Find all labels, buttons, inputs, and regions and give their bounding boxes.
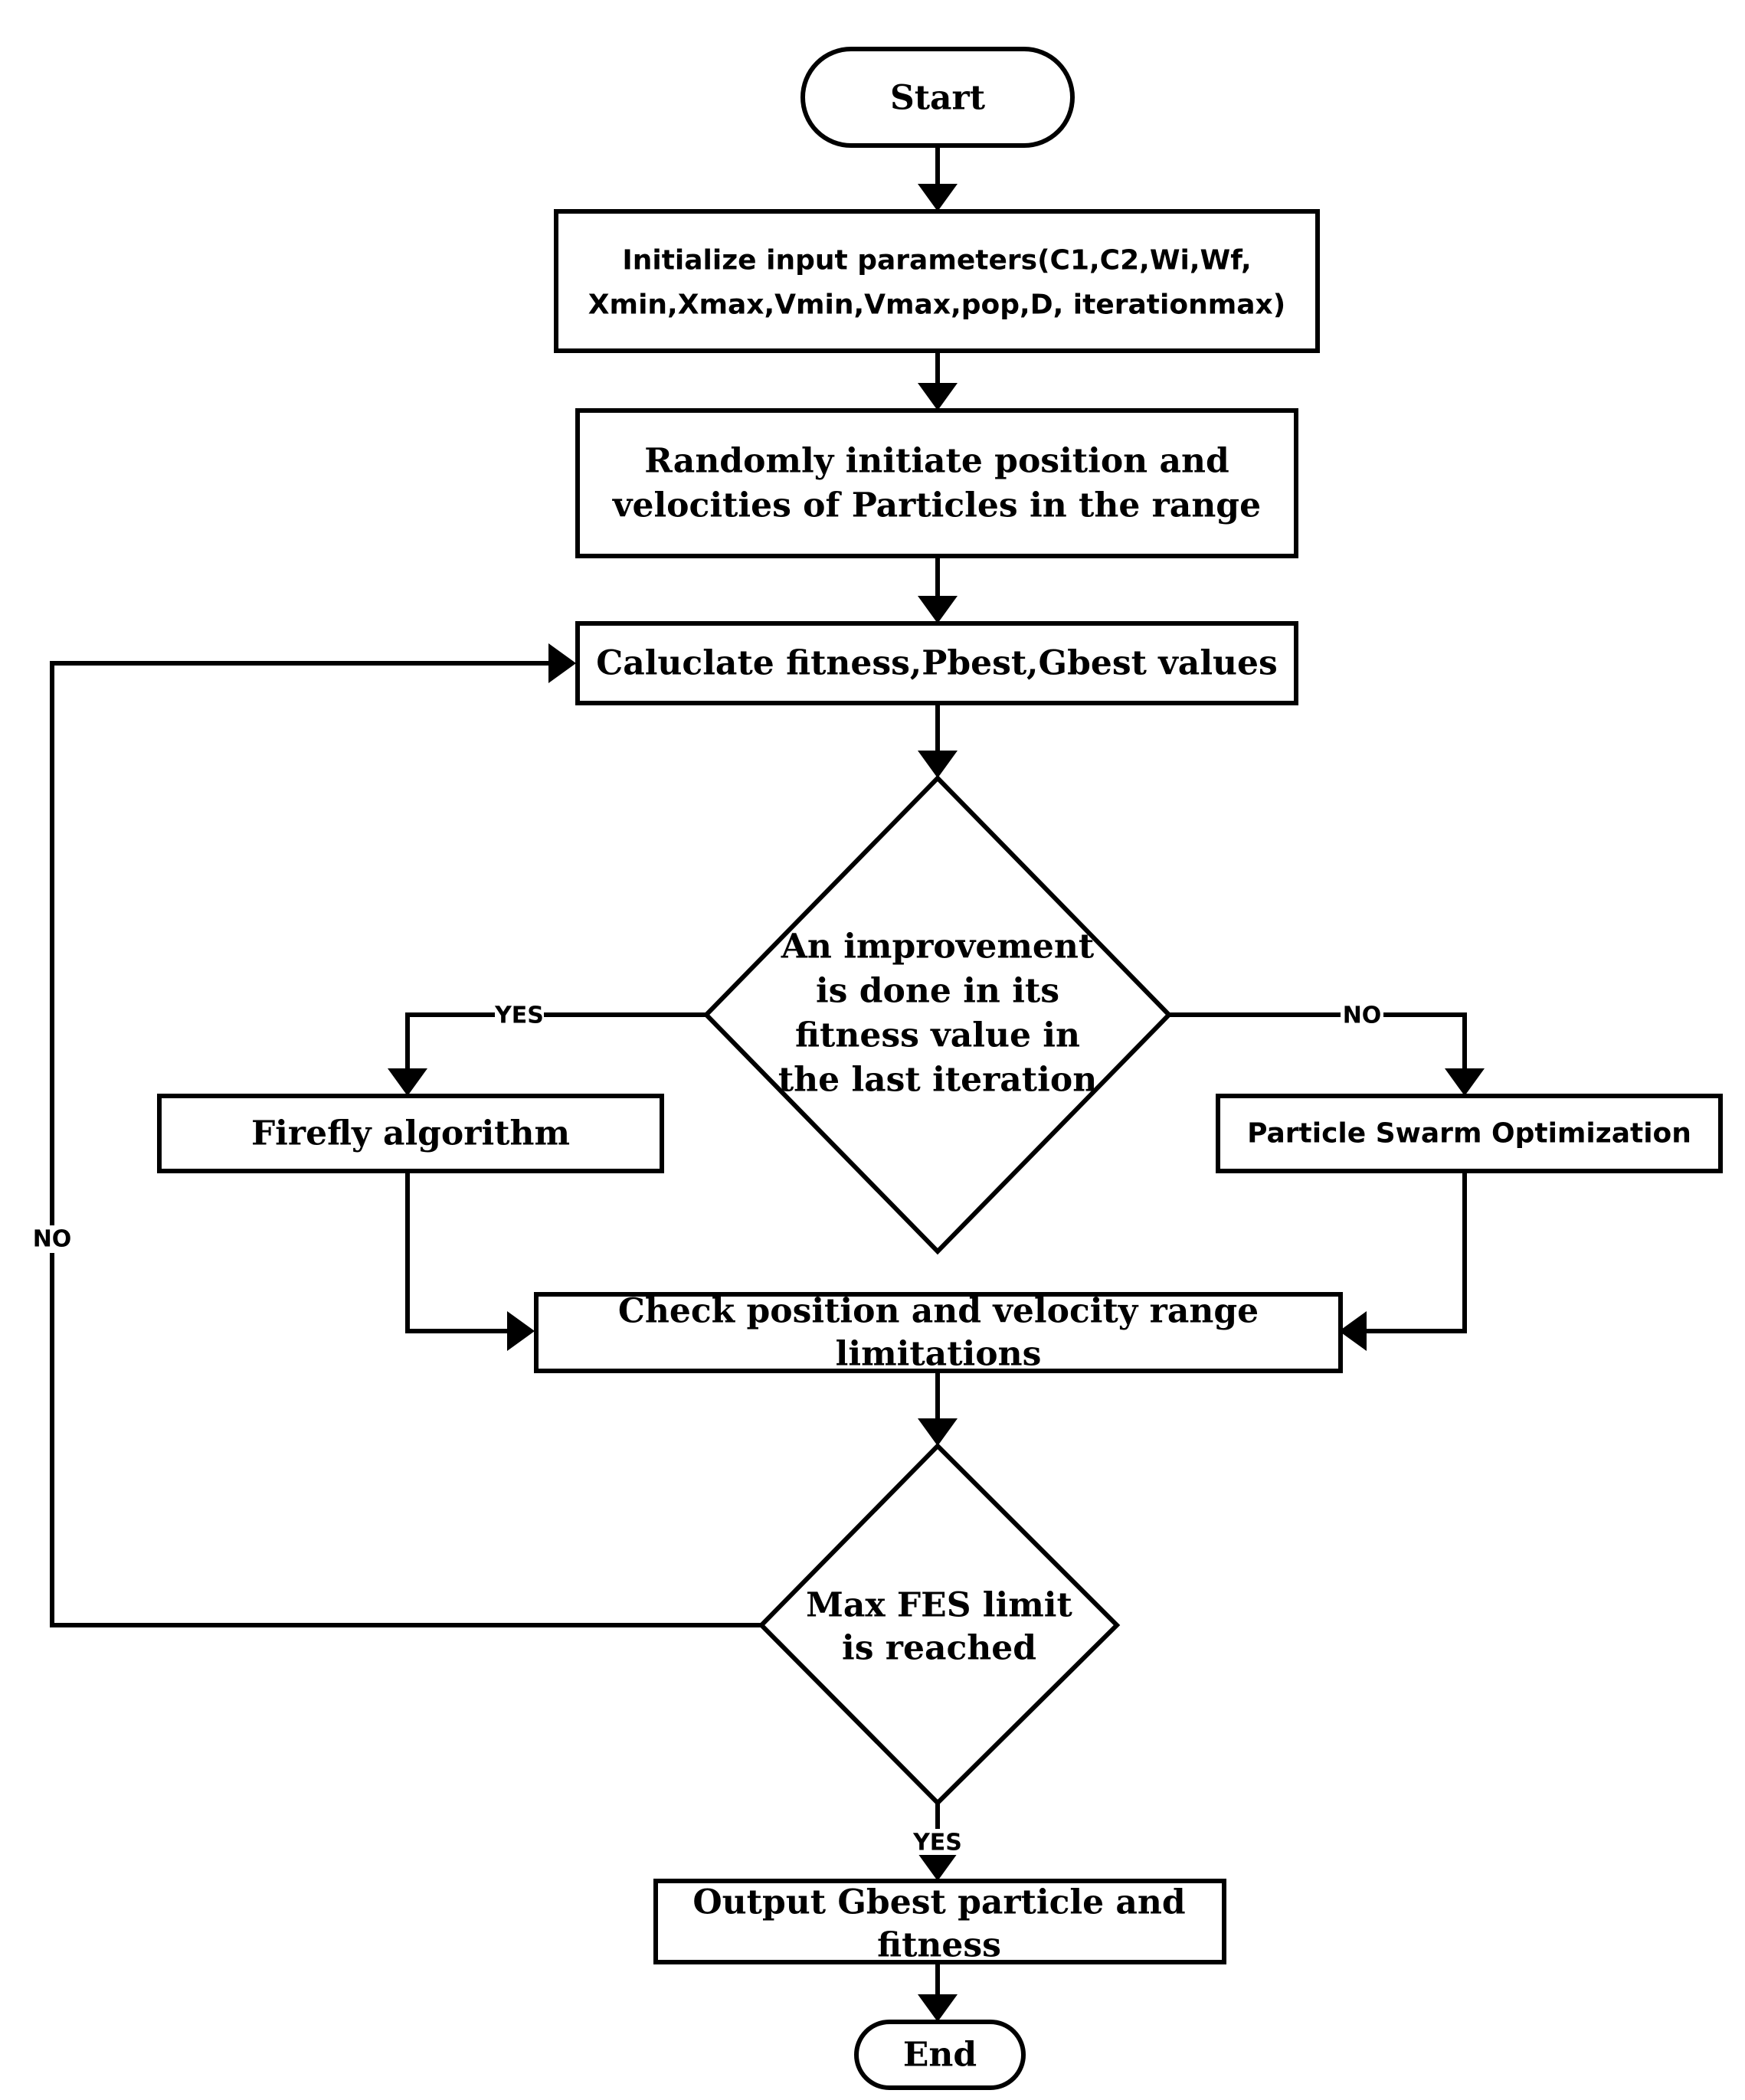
node-end: End xyxy=(854,2020,1026,2090)
random-init-line1: Randomly initiate position and xyxy=(644,442,1229,481)
max-fes-line2: is reached xyxy=(842,1629,1036,1668)
improvement-line4: the last iteration xyxy=(778,1061,1097,1100)
arrowhead-pso xyxy=(1445,1068,1485,1096)
random-init-box xyxy=(575,408,1298,558)
arrowhead-fes xyxy=(918,1418,958,1446)
start-label: Start xyxy=(890,79,986,118)
arrowhead-improvement xyxy=(918,751,958,778)
firefly-box xyxy=(157,1094,664,1173)
node-pso: Particle Swarm Optimization xyxy=(1216,1094,1723,1173)
loop-no-label: NO xyxy=(33,1226,72,1253)
edge-improvement-yes xyxy=(405,1012,706,1068)
firefly-label: Firefly algorithm xyxy=(251,1114,570,1153)
edge-firefly-to-check xyxy=(405,1171,507,1333)
node-output: Output Gbest particle and fitness xyxy=(653,1879,1226,1965)
node-improvement-decision: An improvement is done in its fitness va… xyxy=(702,774,1173,1255)
init-params-line1: Initialize input parameters(C1,C2,Wi,Wf, xyxy=(622,245,1251,276)
fes-yes-label-bg xyxy=(913,1829,962,1855)
check-limits-box xyxy=(534,1292,1343,1373)
end-terminal xyxy=(854,2020,1026,2090)
improvement-line1: An improvement xyxy=(781,927,1095,967)
node-firefly: Firefly algorithm xyxy=(157,1094,664,1173)
check-line2: limitations xyxy=(836,1335,1042,1374)
calc-fitness-box xyxy=(575,621,1298,705)
end-label: End xyxy=(903,2036,977,2075)
arrowhead-loop xyxy=(548,643,576,683)
improvement-yes-label: YES xyxy=(494,1003,544,1029)
start-terminal xyxy=(800,47,1075,148)
edge-improvement-no xyxy=(1169,1012,1467,1068)
node-max-fes-decision: Max FES limit is reached xyxy=(758,1442,1121,1807)
output-line2: fitness xyxy=(877,1926,1001,1965)
max-fes-diamond xyxy=(758,1442,1121,1807)
arrowhead-check-right xyxy=(1339,1311,1367,1351)
node-init-params: Initialize input parameters(C1,C2,Wi,Wf,… xyxy=(554,209,1320,353)
output-line1: Output Gbest particle and xyxy=(692,1883,1185,1922)
no-label-bg xyxy=(1341,1002,1383,1028)
fes-yes-label: YES xyxy=(912,1830,962,1856)
improvement-no-label: NO xyxy=(1343,1003,1382,1029)
random-init-line2: velocities of Particles in the range xyxy=(612,486,1261,525)
arrowhead-random xyxy=(918,383,958,411)
arrowhead-output xyxy=(918,1853,958,1881)
calc-fitness-label: Caluclate fitness,Pbest,Gbest values xyxy=(596,644,1278,683)
node-calc-fitness: Caluclate fitness,Pbest,Gbest values xyxy=(575,621,1298,705)
improvement-line3: fitness value in xyxy=(795,1016,1080,1055)
node-start: Start xyxy=(800,47,1075,148)
output-box xyxy=(653,1879,1226,1964)
edge-fes-no-loop xyxy=(50,661,761,1627)
arrowhead-firefly xyxy=(388,1068,427,1096)
check-line1: Check position and velocity range xyxy=(618,1292,1259,1331)
init-params-line2: Xmin,Xmax,Vmin,Vmax,pop,D, iterationmax) xyxy=(588,289,1285,321)
arrowhead-end xyxy=(918,1994,958,2022)
edge-labels: YES NO NO YES xyxy=(33,1002,1383,1856)
node-check-limits: Check position and velocity range limita… xyxy=(534,1292,1343,1374)
connectors xyxy=(50,146,1485,2022)
node-random-init: Randomly initiate position and velocitie… xyxy=(575,408,1298,558)
improvement-line2: is done in its xyxy=(816,972,1059,1011)
pso-box xyxy=(1216,1094,1723,1173)
init-params-box xyxy=(554,209,1320,353)
arrowhead-calc xyxy=(918,596,958,623)
arrowhead-init xyxy=(918,184,958,211)
improvement-diamond xyxy=(702,774,1173,1255)
pso-label: Particle Swarm Optimization xyxy=(1247,1118,1691,1150)
loop-no-label-bg xyxy=(34,1225,72,1253)
edge-pso-to-check xyxy=(1367,1171,1467,1333)
max-fes-line1: Max FES limit xyxy=(806,1586,1072,1625)
yes-label-bg xyxy=(495,1002,544,1028)
arrowhead-check-left xyxy=(507,1311,535,1351)
